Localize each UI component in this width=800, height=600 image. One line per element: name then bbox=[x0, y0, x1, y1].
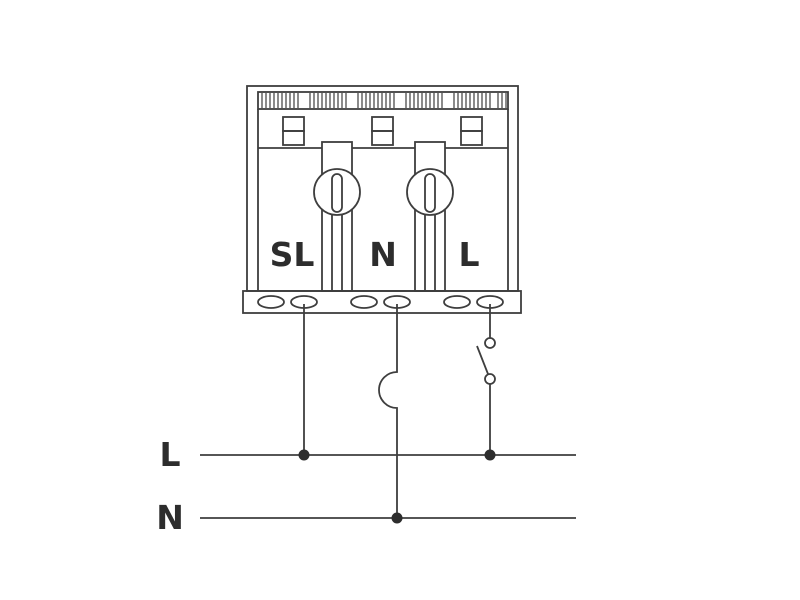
switch-contact-bottom bbox=[484, 373, 496, 385]
top-strip-hatch bbox=[261, 93, 507, 108]
terminal-buttons bbox=[282, 116, 483, 146]
terminal-button bbox=[371, 116, 394, 132]
connector-top-strip bbox=[257, 91, 509, 110]
screw-slot-right bbox=[424, 173, 436, 213]
screw-slot-guides bbox=[331, 214, 436, 291]
switch-blade bbox=[476, 345, 489, 375]
supply-label-live: L bbox=[159, 435, 180, 474]
junction-dots bbox=[298, 449, 496, 524]
connector-inner-walls bbox=[257, 109, 509, 291]
diagram-labels: SL N L L N bbox=[156, 235, 479, 537]
wire-n-with-hop bbox=[378, 304, 398, 518]
wire-entry-hole bbox=[350, 295, 378, 309]
wire-entry-hole bbox=[443, 295, 471, 309]
junction-dot bbox=[484, 449, 496, 461]
supply-label-neutral: N bbox=[156, 498, 184, 537]
clamp-channel-left bbox=[321, 141, 353, 292]
junction-dot bbox=[391, 512, 403, 524]
junction-dot bbox=[298, 449, 310, 461]
terminal-label-l: L bbox=[458, 235, 479, 274]
diagram-strokes bbox=[200, 85, 576, 519]
connector-base bbox=[242, 290, 522, 314]
clamp-channel-right bbox=[414, 141, 446, 292]
switch-symbol bbox=[476, 337, 496, 385]
terminal-button bbox=[460, 130, 483, 146]
terminal-label-sl: SL bbox=[270, 235, 315, 274]
terminal-label-n: N bbox=[369, 235, 397, 274]
switch-contact-top bbox=[484, 337, 496, 349]
wire-entry-hole bbox=[257, 295, 285, 309]
terminal-button bbox=[371, 130, 394, 146]
screw-slot-left bbox=[331, 173, 343, 213]
terminal-button bbox=[282, 130, 305, 146]
terminal-button bbox=[460, 116, 483, 132]
terminal-button bbox=[282, 116, 305, 132]
wire-entry-holes bbox=[257, 295, 504, 309]
